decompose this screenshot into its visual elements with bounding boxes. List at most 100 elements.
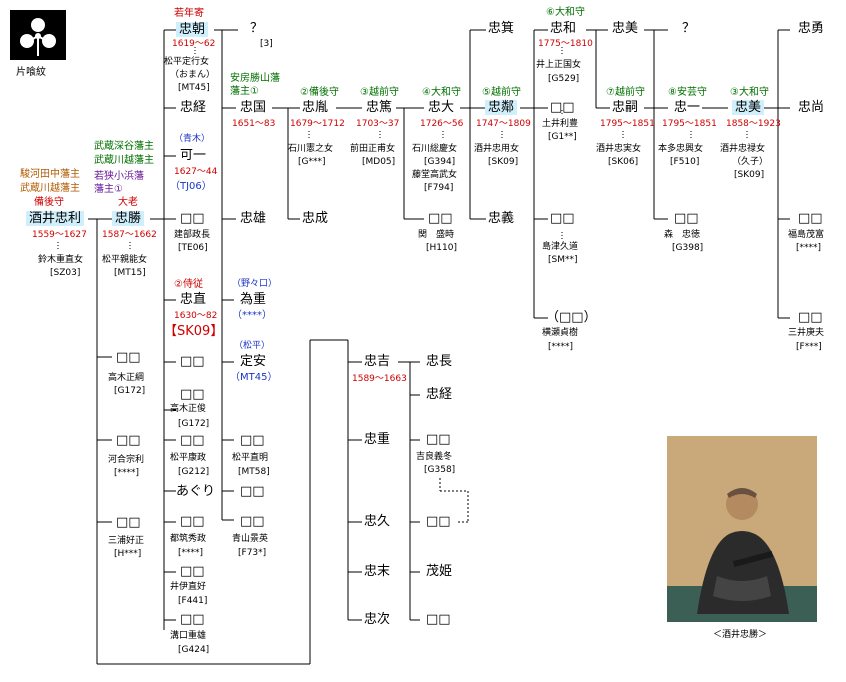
crest-label: 片喰紋: [16, 67, 46, 78]
last-daughter-2-name: □□: [798, 310, 823, 325]
root-rank: 備後守: [34, 197, 64, 208]
line-4-rank: ⑤越前守: [482, 87, 521, 98]
tadakazu-code: [G529]: [548, 74, 580, 84]
td-daughter-5-name: □□: [180, 564, 205, 579]
line-3-wife-2: 藤堂高武女: [412, 170, 458, 180]
sd-daughter-1-name: □□: [240, 433, 265, 448]
tadakuni-name: 忠国: [240, 100, 267, 115]
tadatsugu-daughter-note: 森 忠徳: [664, 230, 701, 240]
root-title-2: 武蔵川越藩主: [20, 183, 80, 194]
tk-daughter-2-code: [SM**]: [548, 255, 578, 265]
sibling-1-note: 高木正綱: [108, 373, 145, 383]
tadatomo-rank: 若年寄: [174, 8, 204, 19]
tadami2-dates: 1858～1923: [726, 119, 781, 129]
td-daughter-4-note: 都筑秀政: [170, 534, 207, 544]
ty-child-2: 忠経: [426, 387, 453, 402]
line-2-code: [MD05]: [362, 157, 396, 167]
last-daughter-2-code: [F***]: [796, 342, 822, 352]
tadanao-dates: 1630～82: [174, 311, 218, 321]
daughter1-name: □□: [180, 211, 205, 226]
tadaakira-name: 忠箕: [488, 21, 515, 36]
tadami2-name: 忠美: [732, 100, 765, 115]
td-daughter-5-note: 井伊直好: [170, 582, 207, 592]
tadami2-wife-2: （久子）: [732, 157, 769, 167]
gen1-name: 忠勝: [112, 211, 145, 226]
tadayuki-daughter-name: □□: [428, 211, 453, 226]
tadao-name: 忠雄: [240, 211, 267, 226]
tameshige-code: （****）: [232, 310, 272, 321]
line-3-rank: ④大和守: [422, 87, 461, 98]
line-4-code: [SK09]: [488, 157, 519, 167]
other-brother-2: 忠久: [364, 514, 391, 529]
root-wife: 鈴木重直女: [38, 255, 84, 265]
gen1-title-4: 藩主①: [94, 184, 123, 195]
tameshige-house: （野々口）: [232, 279, 278, 289]
sibling-3-code: [H***]: [114, 549, 142, 559]
td-daughter-2-code: [G212]: [178, 467, 210, 477]
sadayasu-code: （MT45）: [230, 372, 278, 383]
tadatsugu-wife: 酒井忠実女: [596, 144, 642, 154]
crest-icon: [10, 10, 66, 60]
line-1-rank: ②備後守: [300, 87, 339, 98]
td-daughter-4-code: [****]: [178, 548, 204, 558]
tadatsugu-name: 忠嗣: [612, 100, 639, 115]
tadakazu-wife: 井上正国女: [536, 60, 582, 70]
tk-daughter-2-name: □□: [550, 211, 575, 226]
other-brother-1: 忠重: [364, 432, 391, 447]
daughter1-note: 建部政長: [174, 230, 211, 240]
tadakazu2-wife: 本多忠興女: [658, 144, 704, 154]
tadatsugu-daughter-name: □□: [674, 211, 699, 226]
tk-daughter-1-note: 土井利豊: [542, 119, 579, 129]
line-2-rank: ③越前守: [360, 87, 399, 98]
line-4-dates: 1747～1809: [476, 119, 531, 129]
root-name: 酒井忠利: [26, 211, 85, 226]
line-3-code: [G394]: [424, 157, 456, 167]
gen1-title-1: 武蔵深谷藩主: [94, 141, 154, 152]
line-3-dates: 1726～56: [420, 119, 464, 129]
line-3-wife: 石川総慶女: [412, 144, 458, 154]
portrait-image: [667, 436, 817, 622]
anbo-title-2: 藩主①: [230, 86, 259, 97]
tameshige-name: 為重: [240, 292, 267, 307]
sadayasu-name: 定安: [240, 354, 267, 369]
tadatsugu-rank: ⑦越前守: [606, 87, 645, 98]
tadatsune-name: 忠経: [180, 100, 207, 115]
line-1-wife: 石川憲之女: [288, 144, 334, 154]
line-1-dates: 1679～1712: [290, 119, 345, 129]
gen1-title-2: 武蔵川越藩主: [94, 155, 154, 166]
line-1-code: [G***]: [298, 157, 326, 167]
td-daughter-aguri: あぐり: [176, 484, 216, 499]
tadanari-name: 忠成: [302, 211, 329, 226]
kaitsu-house: （青木）: [174, 134, 211, 144]
td-daughter-1-name: □□: [180, 354, 205, 369]
tadami2-code: [SK09]: [734, 170, 765, 180]
last-daughter-1-code: [****]: [796, 243, 822, 253]
tadami1-name: 忠美: [612, 21, 639, 36]
sibling-3-name: □□: [116, 515, 141, 530]
td-daughter-1-code: [G172]: [178, 419, 210, 429]
kaitsu-dates: 1627～44: [174, 167, 218, 177]
sibling-2-code: [****]: [114, 468, 140, 478]
td-daughter-6-name: □□: [180, 612, 205, 627]
gen1-wife-code: [MT15]: [114, 268, 146, 278]
sibling-2-note: 河合宗利: [108, 455, 145, 465]
sibling-1-name: □□: [116, 350, 141, 365]
tk-daughter-3-code: [****]: [548, 342, 574, 352]
line-2-dates: 1703～37: [356, 119, 400, 129]
tadatomo-code: [MT45]: [178, 83, 210, 93]
tadanao-rank: ②侍従: [174, 279, 203, 290]
tk-daughter-1-name: □□: [550, 100, 575, 115]
gen1-title-3: 若狭小浜藩: [94, 171, 144, 182]
tadayoshi-name: 忠吉: [364, 354, 391, 369]
tadakazu-name: 忠和: [550, 21, 577, 36]
tadatsugu-code: [SK06]: [608, 157, 639, 167]
root-dates: 1559～1627: [32, 230, 87, 240]
last-daughter-1-note: 福島茂富: [788, 230, 825, 240]
tadayoshi-dates: 1589～1663: [352, 374, 407, 384]
tk-daughter-2-note: 島津久道: [542, 242, 579, 252]
ty-child-3-note: 吉良義冬: [416, 452, 453, 462]
tadatsugu-dates: 1795～1851: [600, 119, 655, 129]
tadayu-name: 忠勇: [798, 21, 825, 36]
tadatomo-child-code: [3]: [260, 39, 273, 49]
